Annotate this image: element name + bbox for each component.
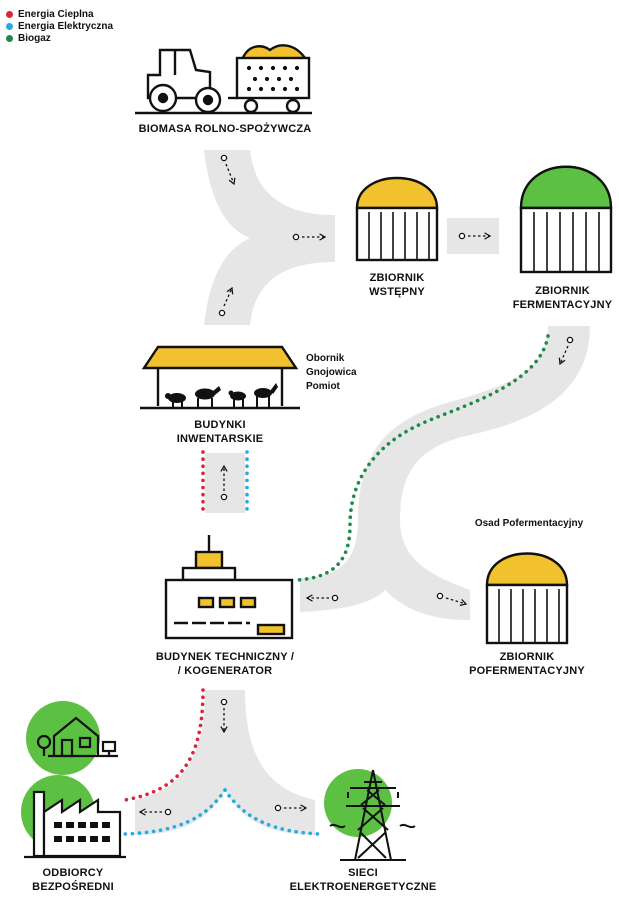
grid-label-line1: SIECI [288,866,438,880]
tractor-trailer-icon [135,45,312,113]
flow-band-tech-split [135,690,315,835]
pre-tank-icon [357,178,437,260]
post-tank-caption: Osad Pofermentacyjny [459,517,599,531]
post-tank-label-line2: POFERMENTACYJNY [467,664,587,678]
consumers-label: ODBIORCY BEZPOŚREDNI [18,866,128,894]
post-tank-caption-text: Osad Pofermentacyjny [475,518,583,529]
post-tank-label: ZBIORNIK POFERMENTACYJNY [467,650,587,678]
flow-band-livestock-to-tech [205,453,245,513]
fermentation-tank-icon [521,167,611,272]
ferm-tank-label-line2: FERMENTACYJNY [506,298,619,312]
tech-building-label: BUDYNEK TECHNICZNY / / KOGENERATOR [140,650,310,678]
livestock-building-icon [140,347,300,408]
grid-label-line2: ELEKTROENERGETYCZNE [288,880,438,894]
house-icon [26,701,118,775]
consumers-label-line1: ODBIORCY [18,866,128,880]
biomass-label-text: BIOMASA ROLNO-SPOŻYWCZA [139,123,312,135]
pre-tank-label-line2: WSTĘPNY [347,285,447,299]
grid-label: SIECI ELEKTROENERGETYCZNE [288,866,438,894]
input-manure: Obornik [306,352,376,366]
animals-icon [165,383,278,407]
ferm-tank-label-line1: ZBIORNIK [506,284,619,298]
flow-band-biomass-to-pretank [204,150,335,325]
livestock-label-line2: INWENTARSKIE [160,432,280,446]
consumers-label-line2: BEZPOŚREDNI [18,880,128,894]
factory-icon [21,775,126,857]
input-slurry: Gnojowica [306,366,376,380]
ferm-tank-label: ZBIORNIK FERMENTACYJNY [506,284,619,312]
pre-tank-label: ZBIORNIK WSTĘPNY [347,271,447,299]
livestock-label: BUDYNKI INWENTARSKIE [160,418,280,446]
pre-tank-label-line1: ZBIORNIK [347,271,447,285]
post-tank-label-line1: ZBIORNIK [467,650,587,664]
livestock-label-line1: BUDYNKI [160,418,280,432]
tech-building-label-line1: BUDYNEK TECHNICZNY / [140,650,310,664]
technical-building-icon [166,535,292,638]
livestock-inputs: Obornik Gnojowica Pomiot [306,352,376,394]
tech-building-label-line2: / KOGENERATOR [140,664,310,678]
biomass-label: BIOMASA ROLNO-SPOŻYWCZA [110,122,340,136]
power-pylon-icon [324,769,415,860]
input-droppings: Pomiot [306,380,376,394]
post-fermentation-tank-icon [487,554,567,644]
